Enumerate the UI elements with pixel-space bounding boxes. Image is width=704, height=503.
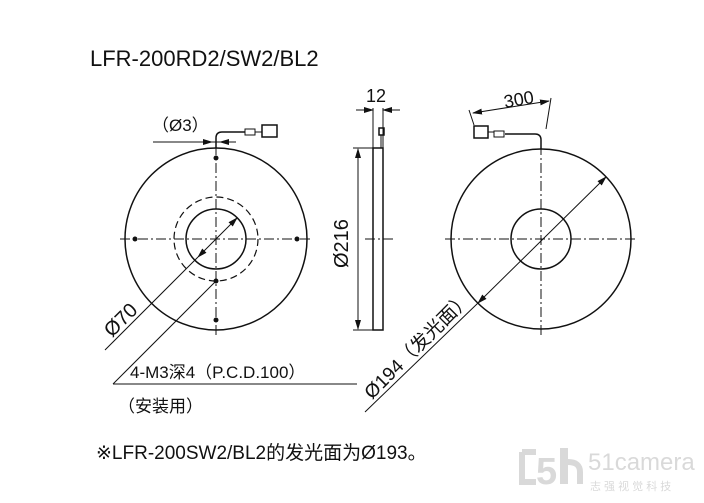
cable-length-label: 300	[502, 87, 535, 112]
title: LFR-200RD2/SW2/BL2	[90, 46, 319, 71]
outer-diameter-label: Ø216	[331, 219, 353, 268]
mounting-note: （安装用）	[118, 397, 203, 416]
footnote: ※LFR-200SW2/BL2的发光面为Ø193。	[96, 442, 427, 464]
mounting-holes-label: 4-M3深4（P.C.D.100）	[130, 363, 305, 382]
svg-text:5: 5	[536, 451, 557, 493]
watermark-logo: 5 51camera 志 强 视 觉 科 技	[519, 448, 695, 493]
front-view: （Ø3） Ø70 4-M3深4（P.C.D.100） （安装用）	[100, 116, 357, 416]
pcd-circle	[173, 196, 259, 282]
cable-diameter-label: （Ø3）	[152, 116, 209, 135]
thickness-label: 12	[366, 86, 386, 106]
side-view: 12 Ø216	[331, 86, 400, 331]
cable	[215, 131, 245, 148]
inner-diameter-label: Ø70	[100, 299, 142, 341]
watermark-brand: 51camera	[588, 449, 695, 476]
connector-back-icon	[473, 125, 489, 139]
watermark-subtitle: 志 强 视 觉 科 技	[590, 479, 671, 493]
emitting-diameter-label: Ø194（发光面）	[360, 288, 476, 404]
connector-icon	[261, 124, 278, 138]
back-view: 300 Ø194（发光面）	[360, 87, 637, 413]
cable-back	[505, 133, 542, 149]
